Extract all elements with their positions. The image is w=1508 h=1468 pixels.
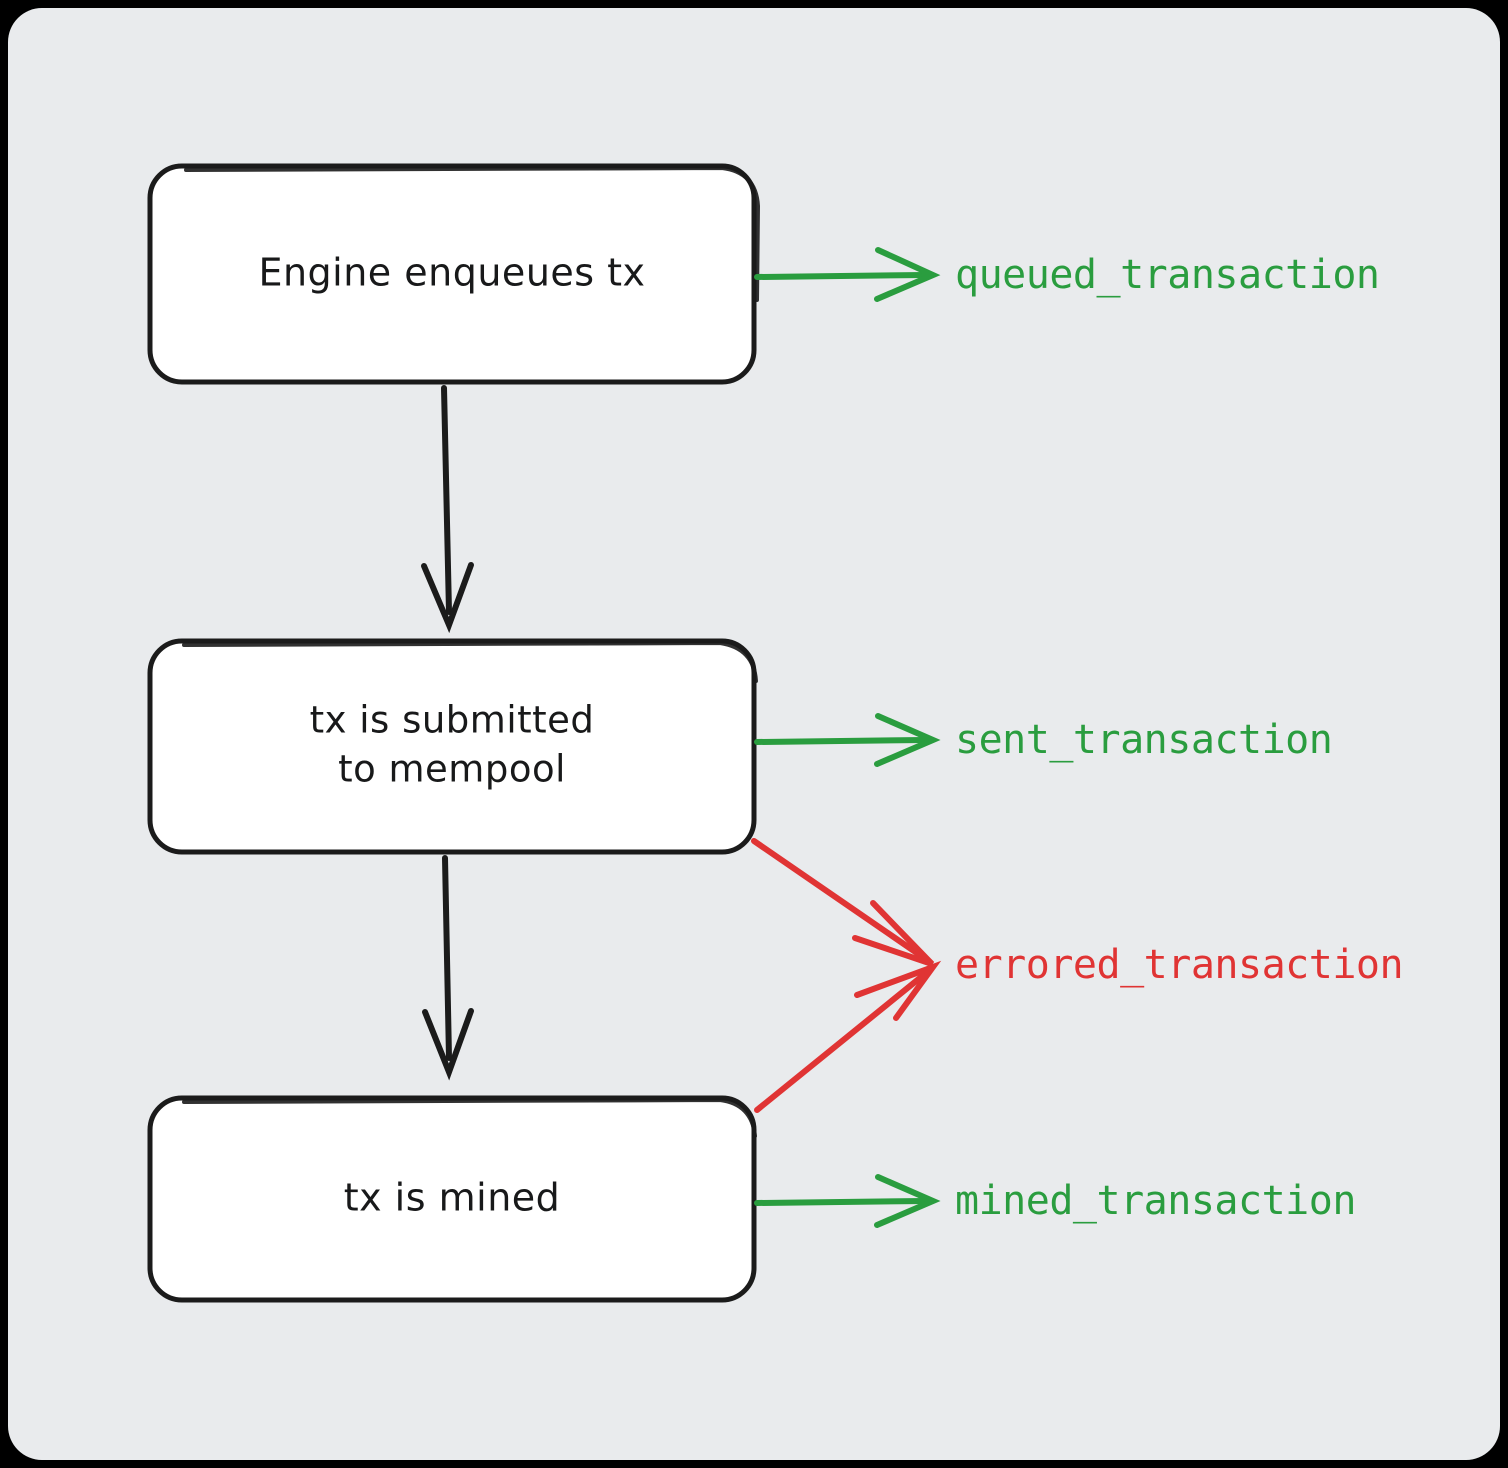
event-arrow-errored-bottom-head	[854, 960, 942, 1021]
node-enqueued-sketch-stroke	[184, 166, 760, 302]
flow-arrow-2-head	[422, 1008, 474, 1081]
event-arrow-sent	[754, 713, 941, 767]
node-submitted-shape	[147, 638, 757, 855]
event-arrow-queued	[754, 247, 941, 302]
flow-arrow-2-line	[442, 855, 452, 1061]
flow-arrow-enqueued-to-submitted	[421, 385, 474, 634]
node-submitted-sketch-stroke	[182, 641, 758, 683]
node-enqueued[interactable]: Engine enqueues tx	[147, 163, 760, 385]
node-submitted-label-line2: to mempool	[338, 748, 566, 791]
node-mined-sketch-stroke	[182, 1098, 757, 1138]
event-arrow-queued-head	[874, 247, 941, 302]
node-enqueued-label: Engine enqueues tx	[258, 251, 645, 295]
node-mined[interactable]: tx is mined	[147, 1095, 757, 1303]
event-arrow-mined-line	[754, 1198, 928, 1206]
event-arrow-queued-line	[754, 272, 928, 280]
node-submitted-label-line1: tx is submitted	[310, 699, 595, 742]
event-arrow-errored-bottom-line	[754, 966, 934, 1113]
event-arrow-mined	[754, 1174, 941, 1228]
event-label-sent-transaction: sent_transaction	[955, 717, 1332, 763]
node-enqueued-shape	[147, 163, 757, 385]
flow-arrow-1-head	[421, 562, 474, 634]
event-arrow-errored-top-head	[852, 900, 935, 967]
node-mined-label: tx is mined	[344, 1176, 561, 1220]
event-arrow-errored-from-submitted	[751, 838, 935, 967]
event-label-errored-transaction: errored_transaction	[955, 942, 1403, 988]
event-arrow-errored-top-line	[751, 838, 933, 965]
flow-arrow-submitted-to-mined	[422, 855, 474, 1081]
node-mined-shape	[147, 1095, 757, 1303]
event-label-queued-transaction: queued_transaction	[955, 252, 1379, 298]
event-label-mined-transaction: mined_transaction	[955, 1178, 1356, 1224]
event-arrow-sent-head	[874, 713, 941, 767]
event-arrow-sent-line	[754, 737, 928, 745]
event-arrow-mined-head	[874, 1174, 941, 1228]
flow-arrow-1-line	[441, 385, 452, 615]
event-arrow-errored-from-mined	[754, 960, 942, 1113]
node-submitted[interactable]: tx is submitted to mempool	[147, 638, 758, 855]
